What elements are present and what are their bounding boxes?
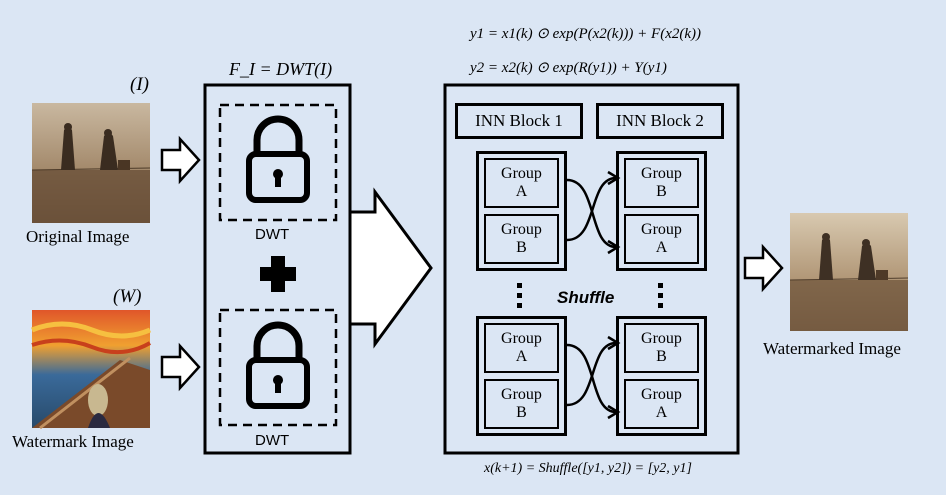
ellipsis-dots-left (517, 283, 522, 308)
group-a-right-lower: Group A (624, 379, 699, 429)
watermark-symbol: (W) (113, 286, 142, 307)
watermark-image (31, 310, 151, 430)
arrow-dwt-to-inn (348, 187, 433, 349)
shuffle-label: Shuffle (557, 288, 615, 307)
shuffle-cross-upper (566, 170, 621, 255)
original-symbol: (I) (130, 74, 149, 95)
shuffle-cross-lower (566, 335, 621, 420)
group-b-right-upper: Group B (624, 158, 699, 208)
group-label: Group A (641, 385, 682, 421)
inn-block-1: INN Block 1 (455, 103, 583, 139)
equation-y2: y2 = x2(k) ⊙ exp(R(y1)) + Y(y1) (470, 60, 667, 76)
ellipsis-dots-right (658, 283, 663, 308)
group-label: Group A (501, 164, 542, 200)
original-image (31, 103, 151, 223)
group-b-left-upper: Group B (484, 214, 559, 264)
group-a-left-upper: Group A (484, 158, 559, 208)
equation-shuffle: x(k+1) = Shuffle([y1, y2]) = [y2, y1] (484, 461, 692, 476)
dwt-bottom-label: DWT (255, 432, 290, 449)
group-stack-left-upper (476, 151, 567, 271)
plus-icon (260, 256, 296, 292)
group-label: Group B (501, 220, 542, 256)
watermarked-image (789, 213, 909, 331)
dwt-formula: F_I = DWT(I) (229, 59, 333, 79)
watermark-caption: Watermark Image (12, 432, 134, 451)
dwt-top-label: DWT (255, 226, 290, 243)
group-a-left-lower: Group A (484, 323, 559, 373)
inn-block-1-label: INN Block 1 (475, 111, 563, 131)
group-label: Group B (641, 164, 682, 200)
group-stack-right-lower (616, 316, 707, 436)
inn-block-2: INN Block 2 (596, 103, 724, 139)
group-stack-right-upper (616, 151, 707, 271)
dwt-bottom-box (218, 308, 338, 427)
original-caption: Original Image (26, 227, 130, 246)
group-a-right-upper: Group A (624, 214, 699, 264)
equation-y1: y1 = x1(k) ⊙ exp(P(x2(k))) + F(x2(k)) (470, 26, 701, 42)
inn-block-2-label: INN Block 2 (616, 111, 704, 131)
group-label: Group A (641, 220, 682, 256)
lock-icon (246, 321, 310, 409)
arrow-original-to-dwt (160, 135, 201, 185)
group-b-left-lower: Group B (484, 379, 559, 429)
arrow-watermark-to-dwt (160, 342, 201, 392)
arrow-inn-to-output (743, 243, 784, 293)
inn-container (443, 83, 740, 455)
group-label: Group B (501, 385, 542, 421)
group-b-right-lower: Group B (624, 323, 699, 373)
watermarked-caption: Watermarked Image (763, 339, 901, 358)
group-stack-left-lower (476, 316, 567, 436)
group-label: Group A (501, 329, 542, 365)
dwt-top-box (218, 103, 338, 222)
lock-icon (246, 115, 310, 203)
group-label: Group B (641, 329, 682, 365)
